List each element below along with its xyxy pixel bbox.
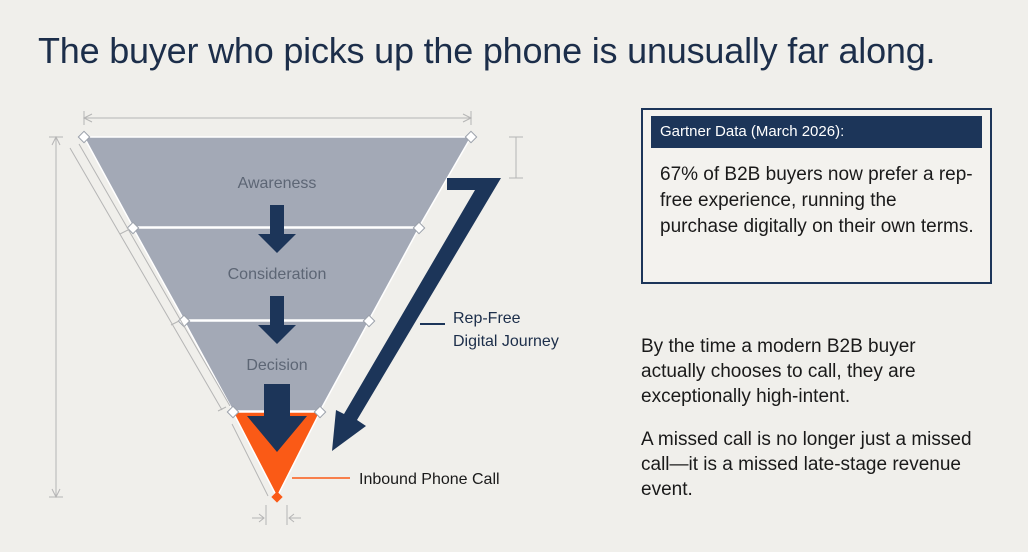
stage-label-decision: Decision: [246, 357, 307, 374]
high-intent-paragraph: By the time a modern B2B buyer actually …: [641, 336, 916, 407]
arrow-down-icon: [258, 205, 296, 253]
stage-label-consideration: Consideration: [228, 266, 327, 283]
page-title: The buyer who picks up the phone is unus…: [38, 30, 936, 71]
info-box-body: 67% of B2B buyers now prefer a rep-free …: [660, 164, 974, 237]
arrow-down-icon: [258, 296, 296, 344]
rep-free-journey-arrow: [332, 178, 501, 451]
gartner-info-box: Gartner Data (March 2026): 67% of B2B bu…: [641, 108, 992, 284]
stage-label-awareness: Awareness: [238, 175, 317, 192]
dimension-lines: [49, 111, 523, 525]
funnel-tip-marker: [271, 491, 283, 503]
info-box-header: Gartner Data (March 2026):: [651, 116, 982, 148]
stage-arrows: [247, 205, 307, 452]
phone-call-label: Inbound Phone Call: [359, 471, 500, 488]
corner-markers: [77, 130, 478, 419]
journey-label-line1: Rep-Free: [453, 310, 521, 327]
missed-call-paragraph: A missed call is no longer just a missed…: [641, 429, 972, 500]
arrow-down-icon: [247, 384, 307, 452]
journey-label-line2: Digital Journey: [453, 333, 559, 350]
